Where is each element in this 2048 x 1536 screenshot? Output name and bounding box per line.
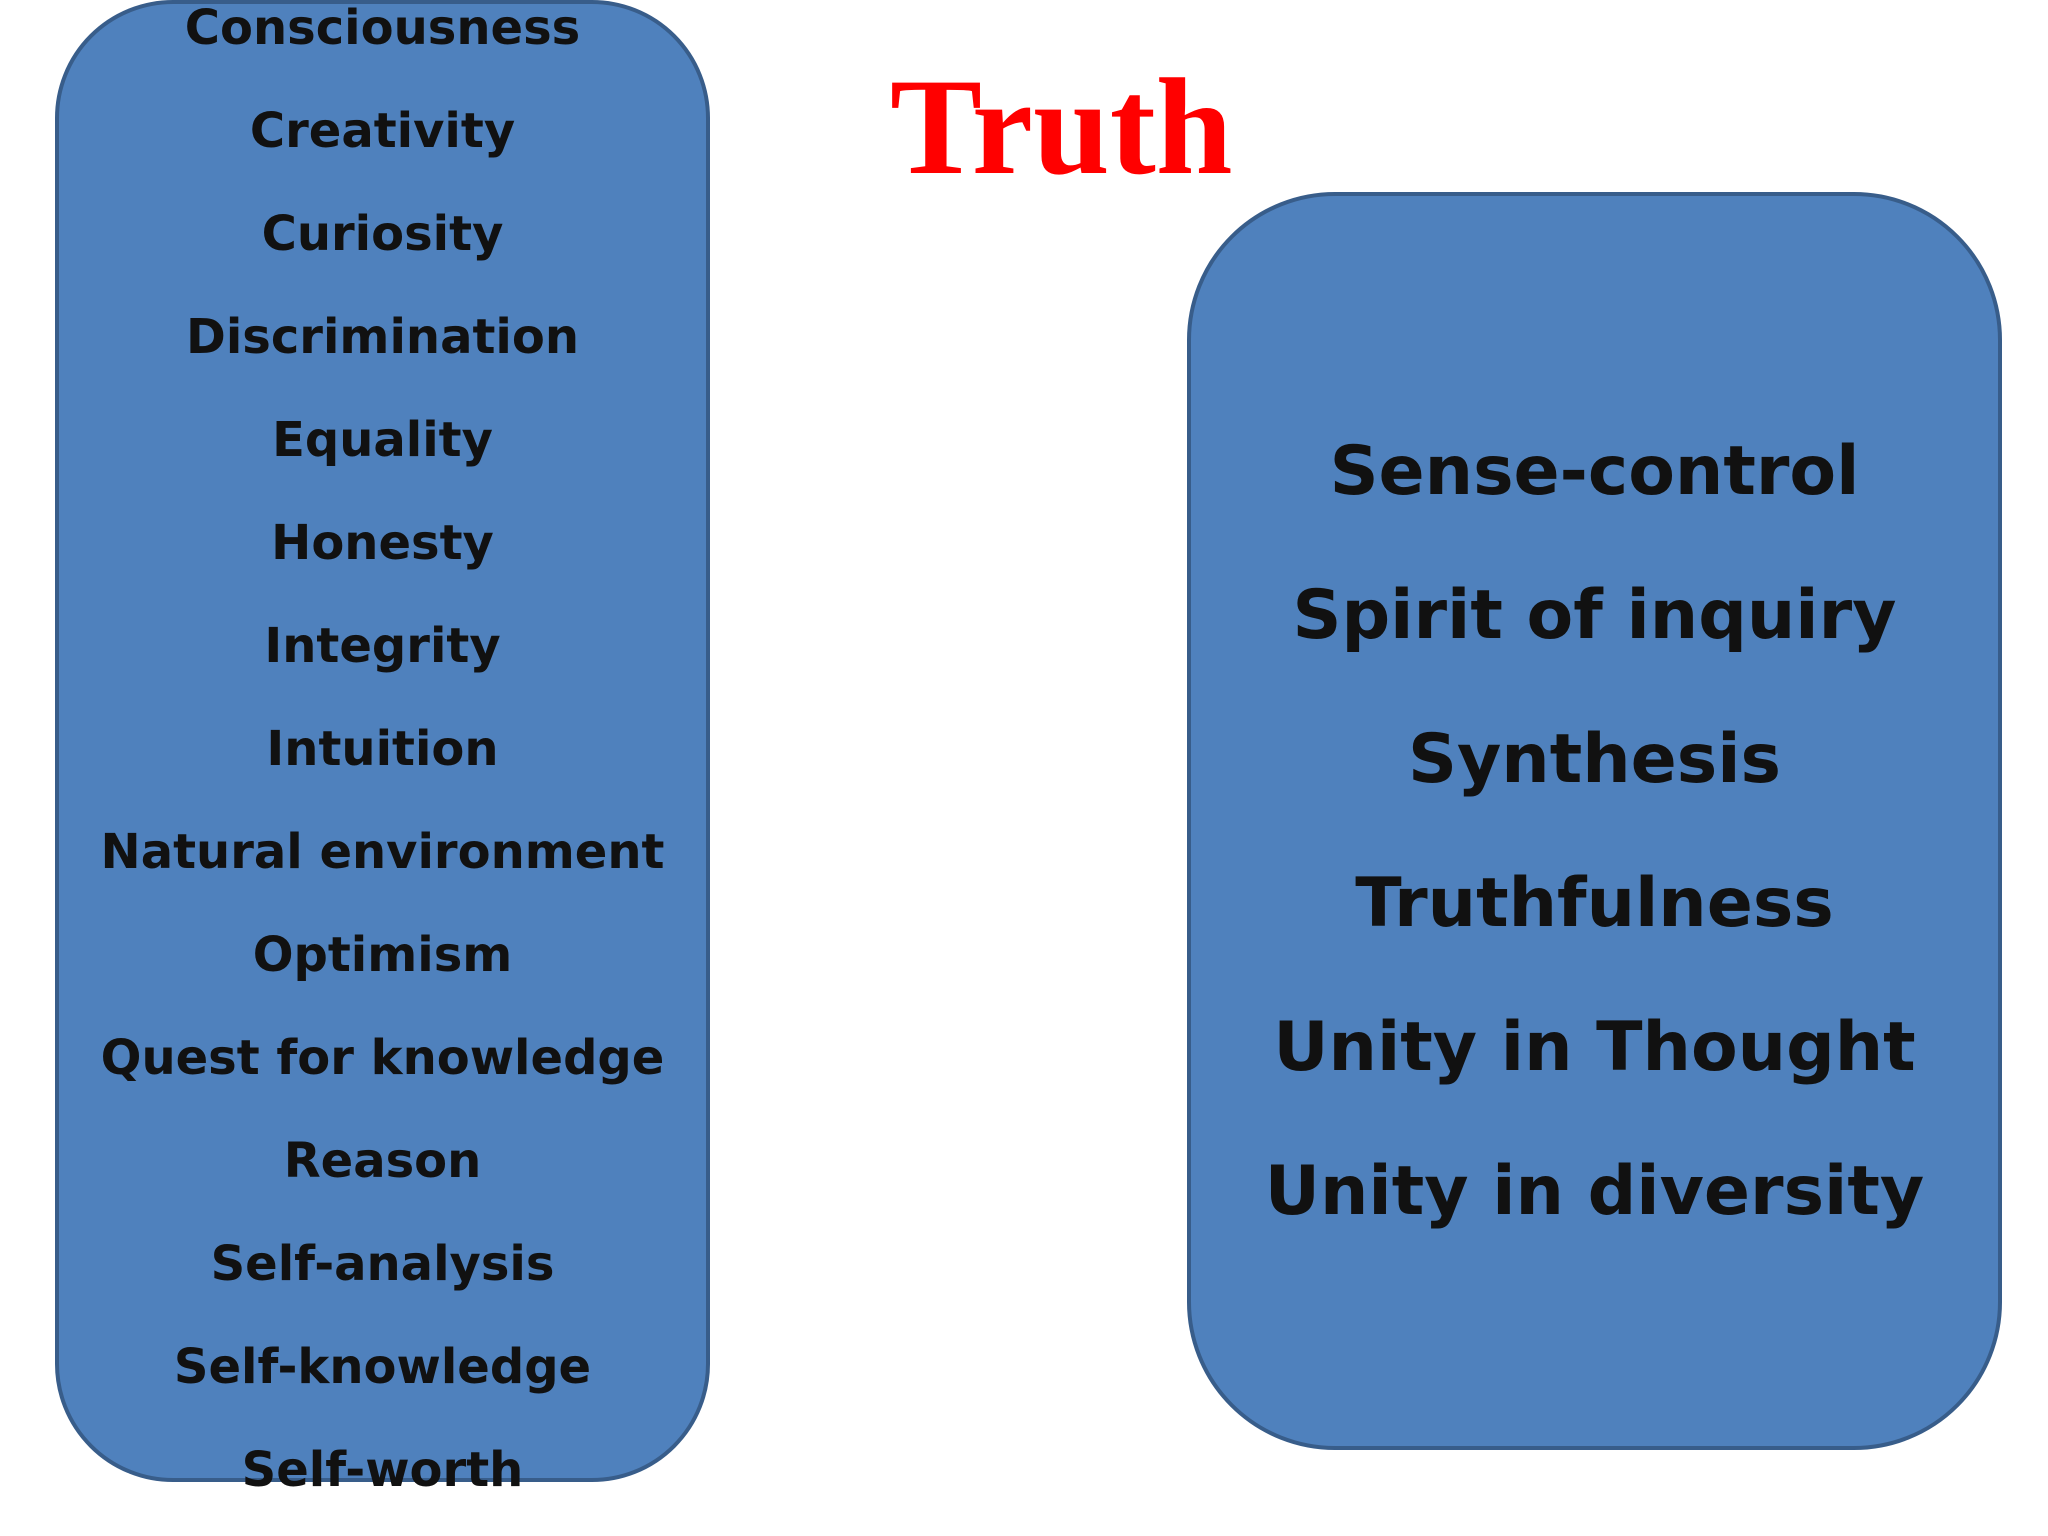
list-item: Creativity: [249, 103, 516, 159]
list-item: Quest for knowledge: [100, 1030, 665, 1086]
left-values-box: [55, 0, 710, 1482]
list-item: Unity in diversity: [1264, 1152, 1925, 1231]
list-item: Self-worth: [241, 1442, 524, 1498]
list-item: Consciousness: [184, 0, 581, 56]
list-item: Honesty: [271, 515, 494, 571]
slide-title: Truth: [890, 50, 1233, 203]
list-item: Curiosity: [261, 206, 504, 262]
list-item: Truthfulness: [1355, 864, 1834, 943]
list-item: Sense-control: [1329, 432, 1860, 511]
list-item: Discrimination: [185, 309, 580, 365]
list-item: Equality: [272, 412, 493, 468]
list-item: Optimism: [252, 927, 513, 983]
list-item: Synthesis: [1407, 720, 1781, 799]
list-item: Self-knowledge: [173, 1339, 592, 1395]
right-values-box: [1187, 192, 2002, 1450]
list-item: Unity in Thought: [1273, 1008, 1916, 1087]
list-item: Self-analysis: [210, 1236, 555, 1292]
list-item: Intuition: [266, 721, 499, 777]
list-item: Integrity: [264, 618, 501, 674]
list-item: Reason: [283, 1133, 482, 1189]
list-item: Natural environment: [100, 824, 665, 880]
list-item: Spirit of inquiry: [1292, 576, 1897, 655]
